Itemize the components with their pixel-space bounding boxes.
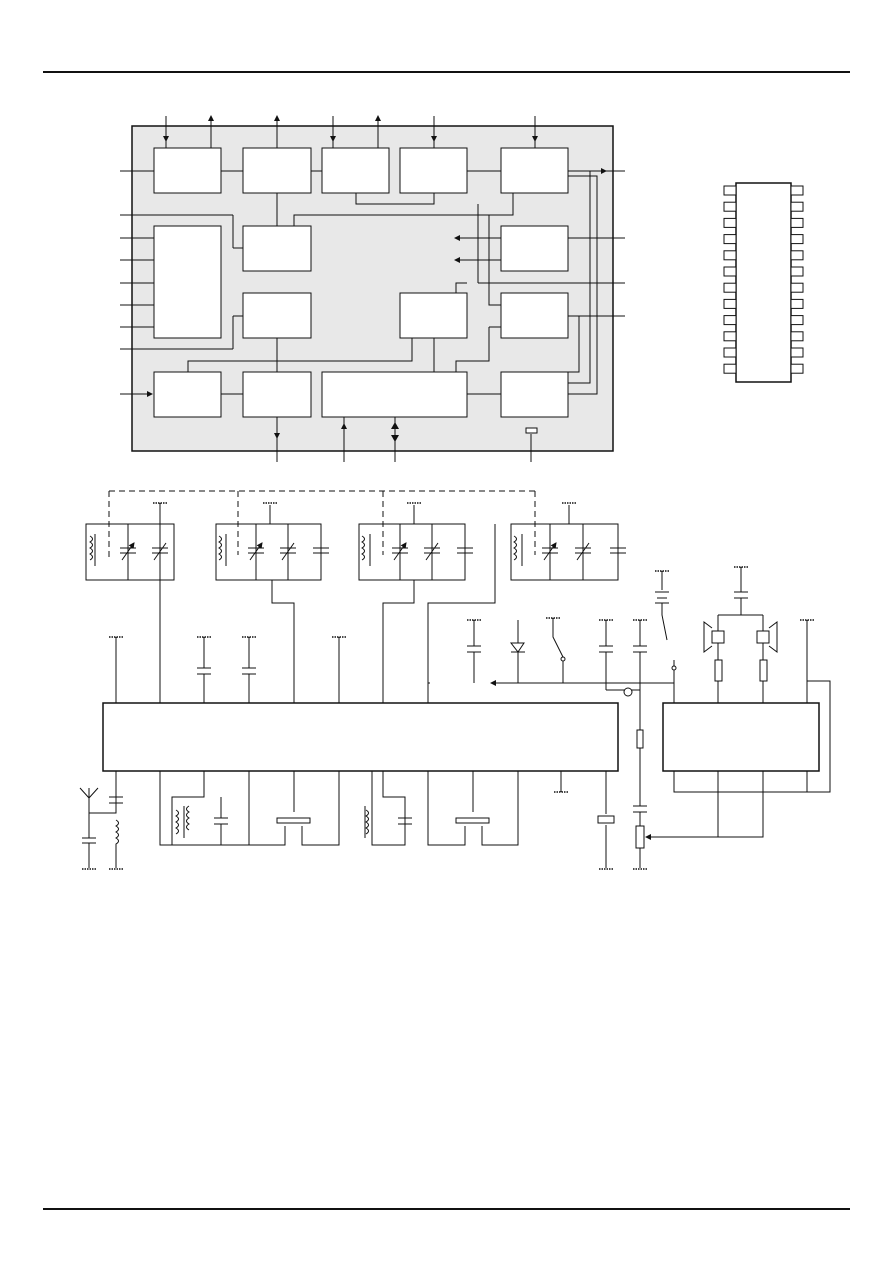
block-4 [399,147,468,194]
left-pins [120,170,243,397]
package-pin-right-3 [790,217,804,228]
block-2 [242,147,312,194]
package-pin-right-6 [790,266,804,277]
main-ic [102,702,619,772]
speaker-section [703,566,831,793]
package-pin-left-1 [723,185,737,196]
package-pin-left-4 [723,234,737,245]
block-diagram [120,115,625,462]
block-5 [500,147,569,194]
package-pin-left-2 [723,201,737,212]
block-6 [153,225,222,339]
header-rule [43,71,850,73]
ic-bottom-connections [79,703,807,870]
tuning-section-3 [358,505,473,703]
package-pin-left-10 [723,331,737,342]
pin-configuration [723,182,804,383]
top-pins [163,115,538,148]
package-pin-left-9 [723,315,737,326]
package-pin-left-7 [723,282,737,293]
tuning-gang-link [108,490,536,560]
functional-blocks [153,147,569,418]
ground-symbols-top [153,502,576,507]
block-15 [500,371,569,418]
package-pin-right-9 [790,315,804,326]
block-8 [500,225,569,272]
application-circuit [79,490,831,870]
package-pin-right-5 [790,250,804,261]
block-9 [242,292,312,339]
package-pin-right-4 [790,234,804,245]
package-pin-right-11 [790,347,804,358]
block-10 [399,292,468,339]
block-14 [321,371,468,418]
footer-rule [43,1208,850,1210]
package-pin-right-10 [790,331,804,342]
package-pin-right-7 [790,282,804,293]
package-pin-right-1 [790,185,804,196]
package-pin-right-2 [790,201,804,212]
audio-amplifier-ic [662,702,820,772]
tuning-section-4 [427,505,626,703]
package-pin-right-12 [790,363,804,374]
block-1 [153,147,222,194]
package-pin-left-6 [723,266,737,277]
tuning-section-2 [215,505,329,703]
ic-top-connections [109,570,677,703]
speaker-2 [756,630,770,644]
package-pin-right-8 [790,298,804,309]
package-pin-left-11 [723,347,737,358]
block-11 [500,292,569,339]
tuning-section-1 [85,505,175,703]
package-pin-left-5 [723,250,737,261]
package-pin-left-8 [723,298,737,309]
block-12 [153,371,222,418]
block-13 [242,371,312,418]
bottom-pins [274,417,538,462]
package-body [735,182,792,383]
package-pin-left-12 [723,363,737,374]
block-7 [242,225,312,272]
block-3 [321,147,390,194]
internal-wiring [187,170,598,395]
package-pin-left-3 [723,217,737,228]
speaker-1 [711,630,725,644]
